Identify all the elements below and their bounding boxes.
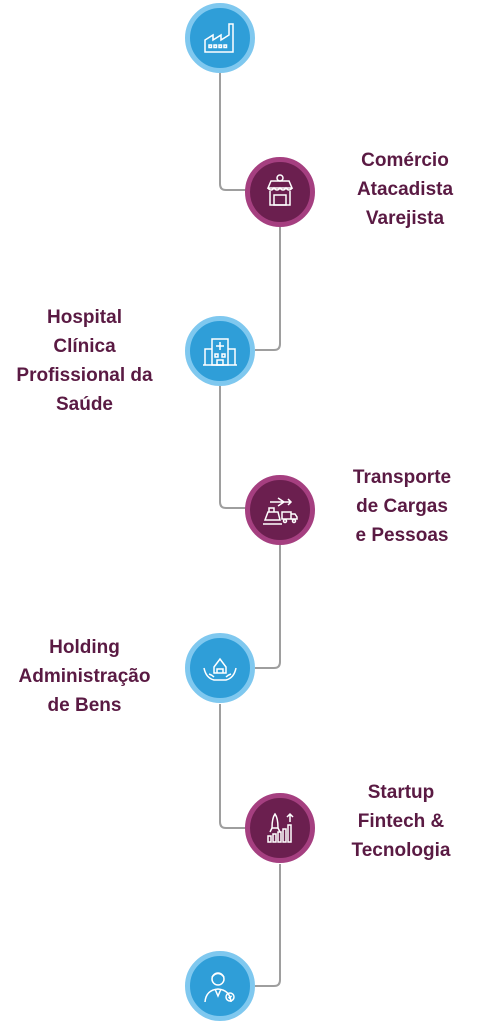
step-label-line: Startup (367, 782, 435, 803)
professional-person-icon (204, 972, 235, 1003)
step-node-1 (185, 3, 255, 73)
transport-icon (263, 497, 298, 525)
step-label-line: Saúde (55, 394, 114, 415)
step-label-line: Varejista (365, 208, 445, 229)
step-label-line: e Pessoas (355, 525, 449, 546)
step-label-line: Comércio (361, 150, 449, 171)
step-label-line: Transporte (352, 467, 452, 488)
step-label-line: Clínica (53, 336, 116, 357)
step-label-4: Transporte de Cargas e Pessoas (336, 463, 468, 550)
holding-hands-house-icon (203, 657, 237, 681)
step-label-3: Hospital Clínica Profissional da Saúde (2, 303, 167, 419)
step-label-line: Administração (18, 666, 151, 687)
factory-icon (204, 23, 234, 53)
step-node-3 (185, 316, 255, 386)
step-node-6 (245, 793, 315, 863)
step-label-line: Hospital (47, 307, 122, 328)
step-label-5: Holding Administração de Bens (2, 633, 167, 720)
step-node-4 (245, 475, 315, 545)
step-label-line: Fintech & (357, 811, 445, 832)
step-label-line: Atacadista (356, 179, 454, 200)
step-label-line: Tecnologia (351, 840, 451, 861)
shop-icon (266, 174, 294, 206)
step-node-2 (245, 157, 315, 227)
hospital-icon (203, 338, 237, 366)
step-label-line: de Cargas (356, 496, 448, 517)
step-node-5 (185, 633, 255, 703)
step-label-line: Holding (49, 637, 120, 658)
step-label-6: Startup Fintech & Tecnologia (337, 778, 465, 865)
step-node-7 (185, 951, 255, 1021)
startup-rocket-chart-icon (267, 812, 294, 843)
step-label-line: Profissional da (16, 365, 153, 386)
step-label-2: Comércio Atacadista Varejista (345, 146, 465, 233)
step-label-line: de Bens (47, 695, 122, 716)
